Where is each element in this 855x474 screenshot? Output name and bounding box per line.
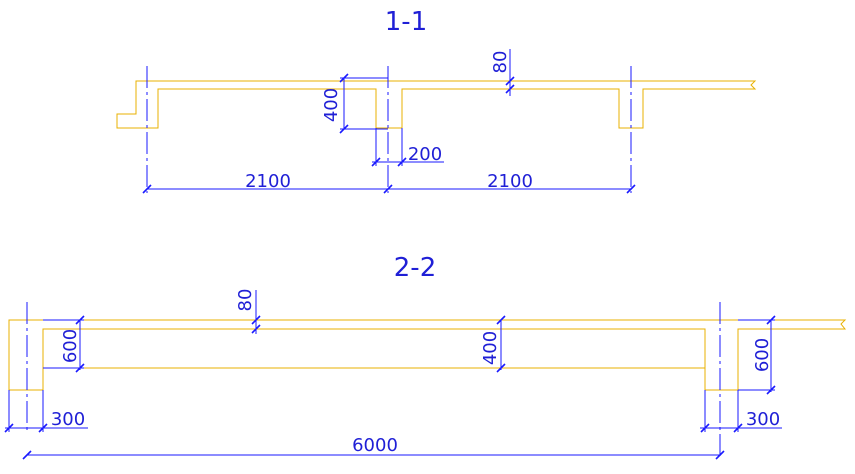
dimension-label: 2100: [245, 171, 291, 192]
dimension-label: 400: [480, 331, 501, 365]
slab-beam-outline-1-1: [116, 80, 757, 129]
dimension-label: 200: [408, 144, 442, 165]
dimension-slab-thickness-1-1: 80: [490, 49, 515, 96]
dimension-beam-depth-left-2-2: 600: [43, 315, 85, 373]
slab-beam-outline-2-2: [8, 319, 847, 391]
dimension-label: 600: [60, 329, 81, 363]
dimension-beam-depth-right-2-2: 600: [738, 315, 776, 395]
dimension-beam-width-left-2-2: 300: [4, 390, 88, 433]
dimension-span-total-2-2: 6000: [22, 435, 725, 460]
dimension-label: 600: [752, 338, 773, 372]
dimension-label: 400: [321, 88, 342, 122]
dimension-label: 300: [746, 409, 780, 430]
dimension-beam-width-right-2-2: 300: [700, 390, 782, 433]
dimension-beam-depth-mid-2-2: 400: [480, 315, 506, 373]
dimension-label: 300: [51, 409, 85, 430]
section-title-1-1: 1-1: [385, 7, 427, 37]
section-title-2-2: 2-2: [394, 253, 436, 283]
dimension-beam-width-1-1: 200: [371, 128, 444, 167]
dimension-label: 80: [490, 51, 511, 74]
section-1-1: 1-1 80 400 200: [116, 7, 757, 194]
dimension-label: 6000: [352, 435, 398, 456]
section-2-2: 2-2 80 400 600: [4, 253, 847, 460]
dimension-label: 2100: [487, 171, 533, 192]
dimension-beam-depth-1-1: 400: [321, 73, 388, 134]
dimension-slab-thickness-2-2: 80: [235, 289, 261, 334]
dimension-spans-1-1: 2100 2100: [142, 171, 636, 194]
dimension-label: 80: [235, 289, 256, 312]
